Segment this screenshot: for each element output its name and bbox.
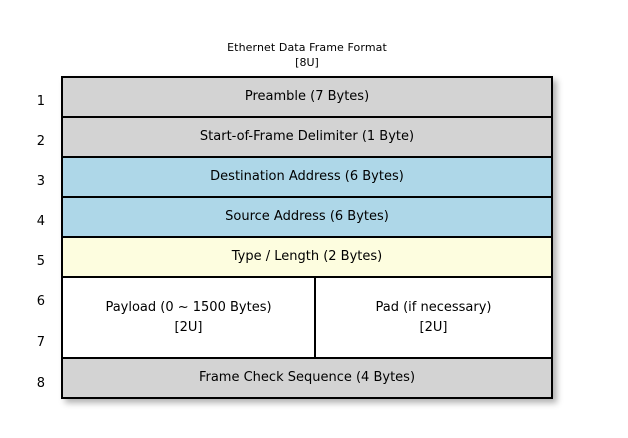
- frame-field-start-of-frame-delimiter-label: Start-of-Frame Delimiter (1 Byte): [199, 129, 415, 144]
- frame-field-source-address: Source Address (6 Bytes): [63, 198, 551, 238]
- row-number-gutter: 1 2 3 4 5 6 7 8: [0, 76, 61, 399]
- frame-field-frame-check-sequence: Frame Check Sequence (4 Bytes): [63, 359, 551, 397]
- frame-field-destination-address-label: Destination Address (6 Bytes): [210, 169, 404, 184]
- row-number-6: 6: [36, 294, 45, 309]
- row-number-8: 8: [36, 376, 45, 391]
- ethernet-frame-diagram: Preamble (7 Bytes) Start-of-Frame Delimi…: [61, 76, 553, 399]
- frame-field-pad-label: Pad (if necessary): [375, 299, 492, 315]
- frame-field-frame-check-sequence-label: Frame Check Sequence (4 Bytes): [198, 370, 416, 385]
- row-number-3: 3: [36, 174, 45, 189]
- frame-field-start-of-frame-delimiter: Start-of-Frame Delimiter (1 Byte): [63, 118, 551, 158]
- frame-field-pad: Pad (if necessary) [2U]: [316, 278, 551, 357]
- frame-field-type-length-label: Type / Length (2 Bytes): [231, 249, 383, 264]
- frame-field-preamble-label: Preamble (7 Bytes): [244, 89, 370, 104]
- frame-field-payload-pad-band: Payload (0 ~ 1500 Bytes) [2U] Pad (if ne…: [63, 278, 551, 359]
- frame-field-pad-annotation: [2U]: [419, 319, 448, 335]
- frame-field-preamble: Preamble (7 Bytes): [63, 78, 551, 118]
- frame-field-source-address-label: Source Address (6 Bytes): [225, 209, 389, 224]
- frame-field-payload-label: Payload (0 ~ 1500 Bytes): [105, 299, 272, 315]
- row-number-4: 4: [36, 214, 45, 229]
- frame-field-type-length: Type / Length (2 Bytes): [63, 238, 551, 278]
- diagram-title-main: Ethernet Data Frame Format: [227, 41, 387, 54]
- frame-field-destination-address: Destination Address (6 Bytes): [63, 158, 551, 198]
- diagram-title-subtitle: [8U]: [295, 56, 319, 69]
- frame-field-payload-annotation: [2U]: [174, 319, 203, 335]
- diagram-title: Ethernet Data Frame Format [8U]: [61, 40, 553, 70]
- row-number-1: 1: [36, 94, 45, 109]
- frame-field-payload: Payload (0 ~ 1500 Bytes) [2U]: [63, 278, 316, 357]
- row-number-5: 5: [36, 254, 45, 269]
- row-number-2: 2: [36, 134, 45, 149]
- row-number-7: 7: [36, 335, 45, 350]
